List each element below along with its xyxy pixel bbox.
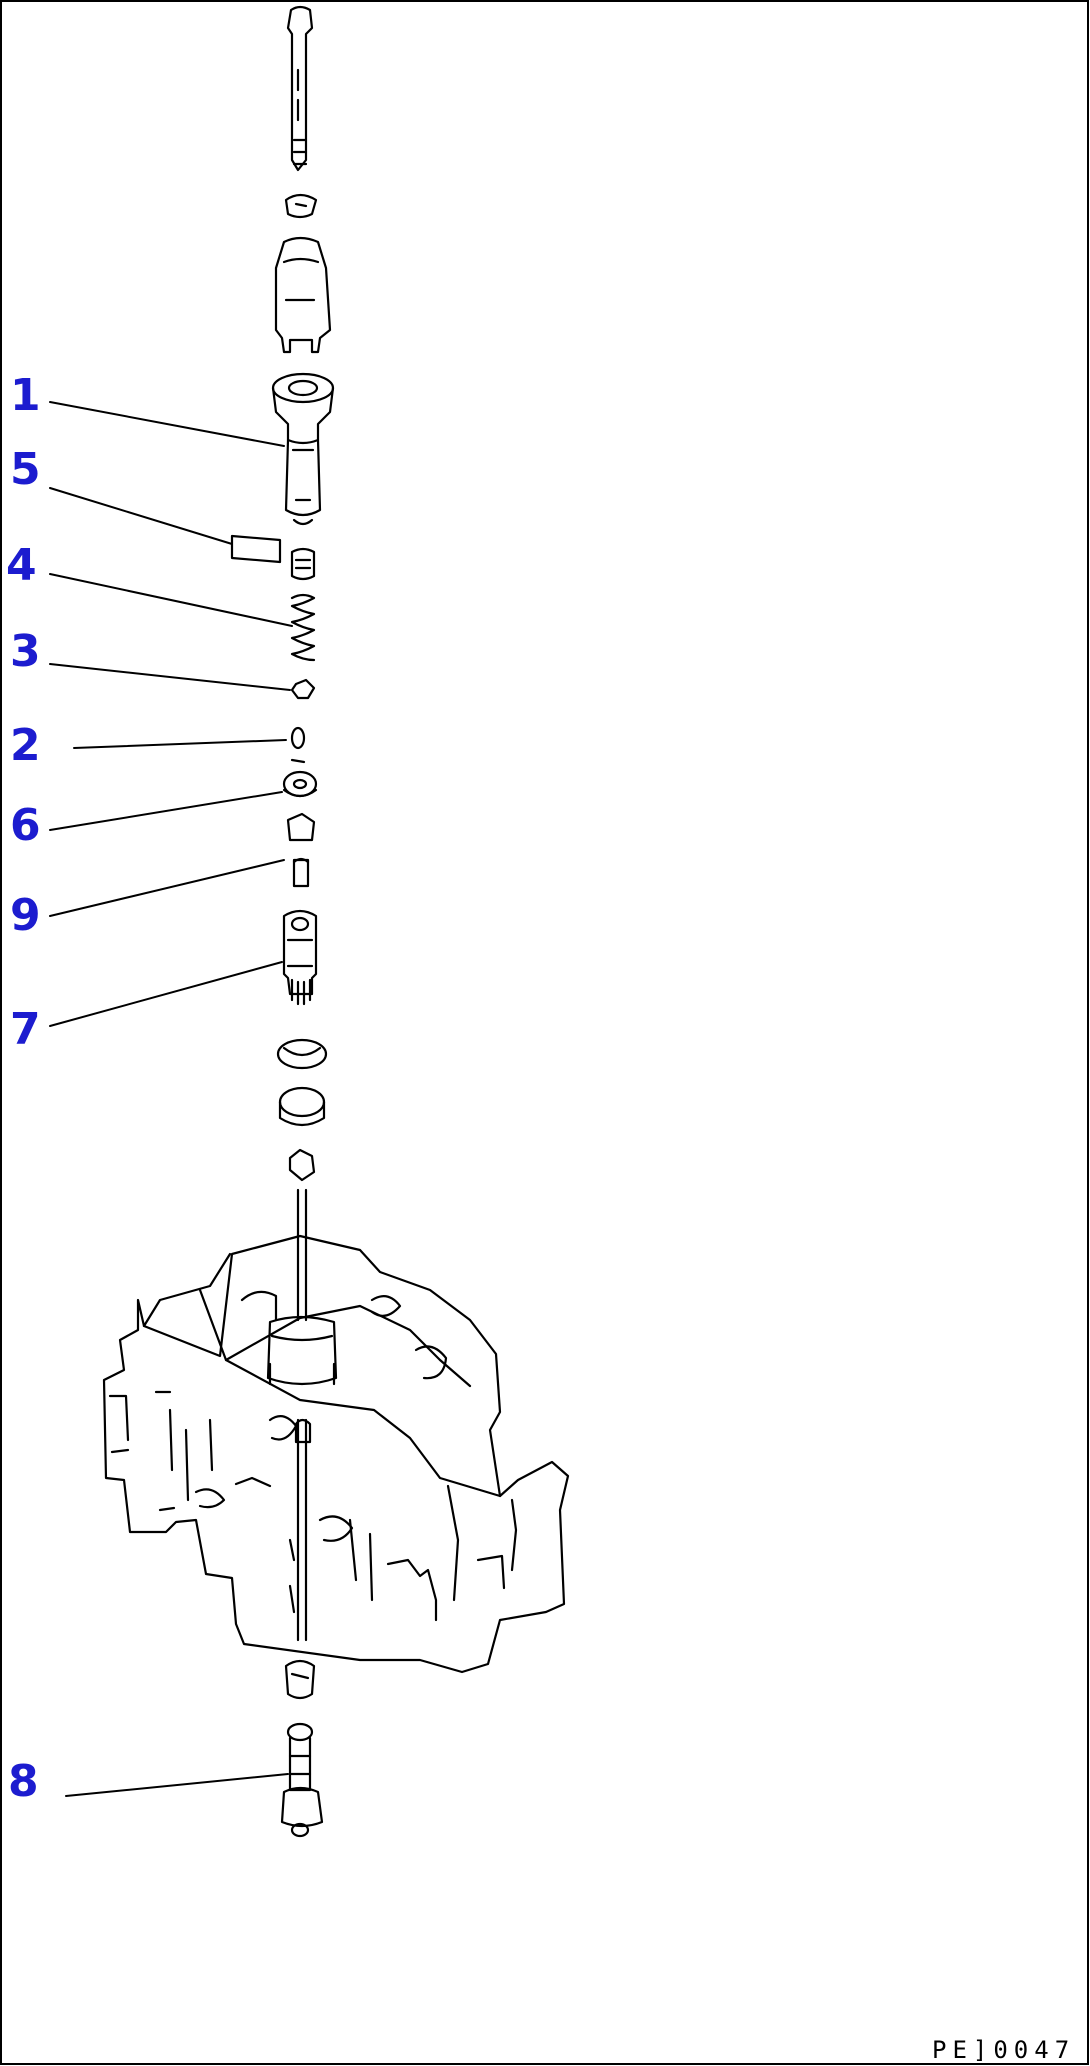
part-9-pin bbox=[286, 812, 316, 888]
part-1-valve bbox=[271, 372, 335, 526]
leader-line-2 bbox=[73, 739, 287, 749]
housing-block bbox=[102, 1234, 570, 1674]
part-5-shim bbox=[230, 534, 316, 581]
leader-line-5 bbox=[49, 487, 233, 545]
leader-line-1 bbox=[49, 401, 285, 447]
housing-boss bbox=[266, 1315, 338, 1444]
part-8-plug bbox=[280, 1722, 324, 1838]
part-4-spring bbox=[290, 593, 316, 662]
o-ring-parts bbox=[276, 1038, 328, 1182]
part-7-body bbox=[282, 909, 318, 1006]
callout-3: 3 bbox=[10, 626, 41, 677]
long-rod bbox=[296, 1188, 308, 1642]
leader-line-4 bbox=[49, 573, 293, 627]
leader-line-7 bbox=[49, 961, 283, 1027]
holder-cap-part bbox=[274, 236, 332, 354]
leader-line-9 bbox=[49, 859, 285, 917]
leader-line-3 bbox=[49, 663, 291, 691]
callout-4: 4 bbox=[6, 540, 37, 591]
lower-sleeve bbox=[284, 1659, 316, 1700]
leader-lines bbox=[49, 401, 293, 1797]
callout-6: 6 bbox=[10, 800, 41, 851]
top-push-rod bbox=[286, 5, 314, 172]
leader-line-8 bbox=[65, 1773, 289, 1797]
callout-1: 1 bbox=[10, 370, 41, 421]
part-2-ball bbox=[290, 726, 306, 764]
callout-9: 9 bbox=[10, 890, 41, 941]
part-3-washer bbox=[290, 678, 316, 700]
callout-5: 5 bbox=[10, 444, 41, 495]
figure-code: PE]0047 bbox=[932, 2036, 1076, 2064]
callout-2: 2 bbox=[10, 720, 41, 771]
collet-part bbox=[284, 193, 318, 219]
leader-line-6 bbox=[49, 791, 283, 831]
callout-8: 8 bbox=[8, 1756, 39, 1807]
callout-7: 7 bbox=[10, 1004, 41, 1055]
part-6-seat bbox=[282, 770, 318, 798]
